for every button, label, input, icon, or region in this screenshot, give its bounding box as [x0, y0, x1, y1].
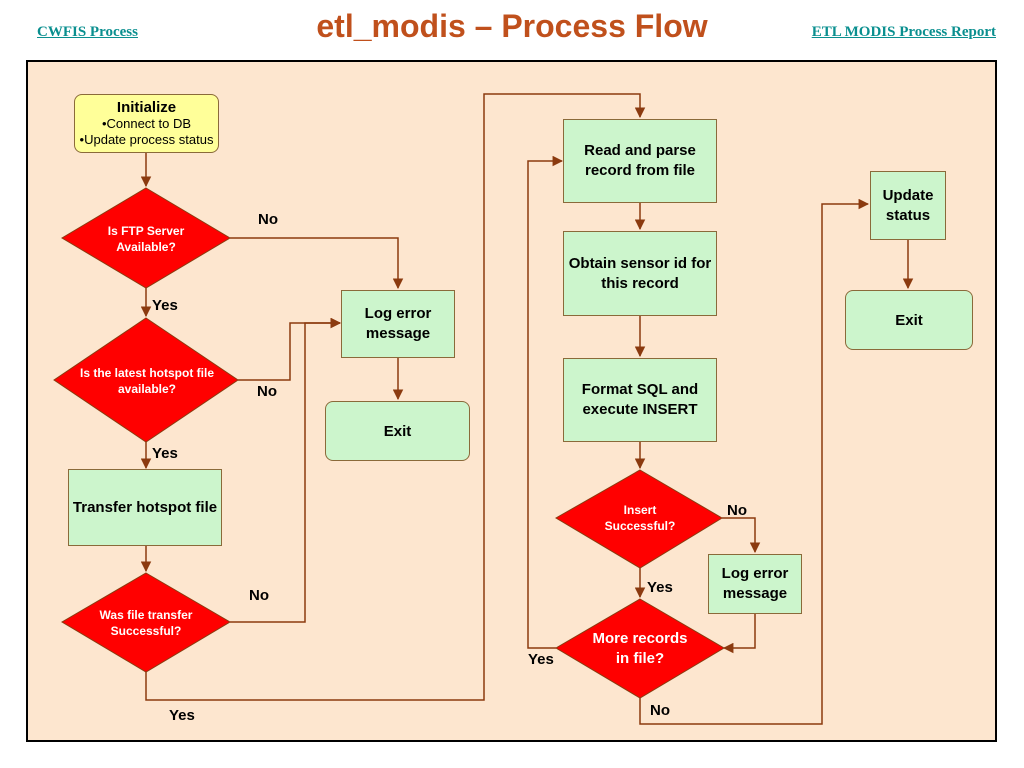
edge-log2-to-more	[722, 614, 756, 654]
label-hotspot-yes: Yes	[152, 445, 178, 462]
label-ftp-yes: Yes	[152, 297, 178, 314]
edge-ftp-no	[230, 237, 404, 290]
obtain-sensor-box: Obtain sensor id for this record	[563, 231, 717, 316]
log-error-box-2: Log error message	[708, 554, 802, 614]
label-insert-yes: Yes	[647, 579, 673, 596]
decision-transfer-shape	[61, 572, 231, 673]
decision-hotspot-label: Is the latest hotspot file available?	[79, 366, 214, 396]
etl-modis-report-link[interactable]: ETL MODIS Process Report	[811, 24, 996, 40]
edge-transfer-yes	[145, 93, 646, 701]
label-insert-no: No	[727, 502, 747, 519]
decision-hotspot-shape	[53, 317, 239, 443]
label-more-yes: Yes	[528, 651, 554, 668]
log-error-box-1: Log error message	[341, 290, 455, 358]
cwfis-process-link[interactable]: CWFIS Process	[37, 24, 138, 40]
decision-ftp-label: Is FTP Server Available?	[107, 224, 185, 254]
decision-more-label: More records in file?	[592, 630, 688, 667]
decision-insert-shape	[555, 469, 723, 569]
exit-box-2: Exit	[845, 290, 973, 350]
initialize-title: Initialize	[116, 99, 177, 116]
edge-hotspot-no	[238, 317, 342, 381]
decision-ftp-shape	[61, 187, 231, 289]
decision-more-shape	[555, 598, 725, 699]
initialize-bullet-update: •Update process status	[79, 132, 214, 147]
edge-more-no	[639, 198, 870, 725]
edge-insert-no	[722, 517, 761, 554]
decision-insert-label: Insert Successful?	[604, 503, 676, 533]
label-more-no: No	[650, 702, 670, 719]
format-sql-box: Format SQL and execute INSERT	[563, 358, 717, 442]
transfer-hotspot-box: Transfer hotspot file	[68, 469, 222, 546]
page-title: etl_modis – Process Flow	[316, 8, 708, 44]
initialize-bullet-connect: •Connect to DB	[101, 116, 192, 131]
read-parse-box: Read and parse record from file	[563, 119, 717, 203]
initialize-box: Initialize •Connect to DB •Update proces…	[74, 94, 219, 153]
edge-transfer-no	[230, 317, 342, 623]
update-status-box: Update status	[870, 171, 946, 240]
label-transfer-yes: Yes	[169, 707, 195, 724]
exit-box-1: Exit	[325, 401, 470, 461]
label-transfer-no: No	[249, 587, 269, 604]
label-ftp-no: No	[258, 211, 278, 228]
edge-more-yes	[527, 155, 564, 649]
decision-transfer-label: Was file transfer Successful?	[99, 608, 193, 638]
label-hotspot-no: No	[257, 383, 277, 400]
